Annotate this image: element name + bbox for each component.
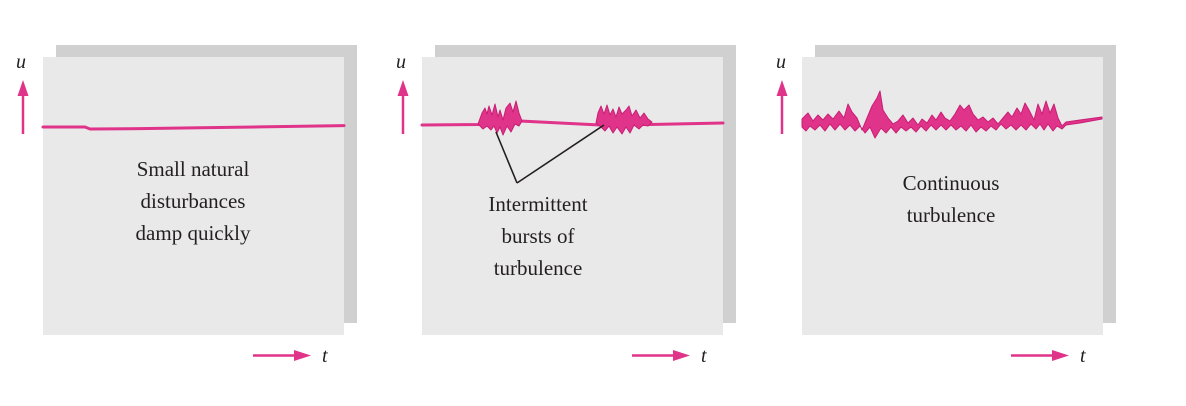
laminar-caption-line-2: disturbances	[141, 189, 246, 213]
burst-leader-line-2	[516, 124, 605, 184]
transitional-caption-line-3: turbulence	[494, 256, 583, 280]
u-axis-arrowhead-icon	[397, 80, 409, 96]
panel-laminar: u t Small natural disturbances damp quic…	[16, 45, 357, 367]
panel-turbulent: u t Continuous turbulence	[776, 45, 1116, 367]
u-axis-label: u	[16, 51, 26, 73]
burst-leader-line-1	[495, 131, 518, 184]
t-axis-arrowhead-icon	[294, 350, 311, 361]
panel-laminar-face	[43, 57, 344, 335]
t-axis-arrowhead-icon	[1052, 350, 1069, 361]
transitional-caption-line-2: bursts of	[502, 224, 575, 248]
turbulent-burst-2	[595, 104, 653, 135]
turbulent-burst-1	[477, 100, 523, 136]
panel-turbulent-face	[802, 57, 1103, 335]
u-axis-label: u	[396, 51, 406, 73]
turbulent-caption-line-1: Continuous	[903, 171, 1000, 195]
t-axis-label: t	[322, 345, 328, 367]
laminar-velocity-signal	[41, 124, 346, 131]
u-axis-arrowhead-icon	[776, 80, 788, 96]
turbulent-caption-line-2: turbulence	[907, 203, 996, 227]
t-axis-arrowhead-icon	[673, 350, 690, 361]
panel-transitional-face	[422, 57, 723, 335]
u-axis-label: u	[776, 51, 786, 73]
t-axis-label: t	[1080, 345, 1086, 367]
continuous-turbulent-signal	[801, 90, 1103, 139]
laminar-caption-line-1: Small natural	[137, 157, 250, 181]
transitional-caption-line-1: Intermittent	[488, 192, 587, 216]
laminar-caption-line-3: damp quickly	[136, 221, 251, 245]
panel-transitional: u t Intermittent bursts of turbulence	[396, 45, 736, 367]
t-axis-label: t	[701, 345, 707, 367]
u-axis-arrowhead-icon	[17, 80, 29, 96]
